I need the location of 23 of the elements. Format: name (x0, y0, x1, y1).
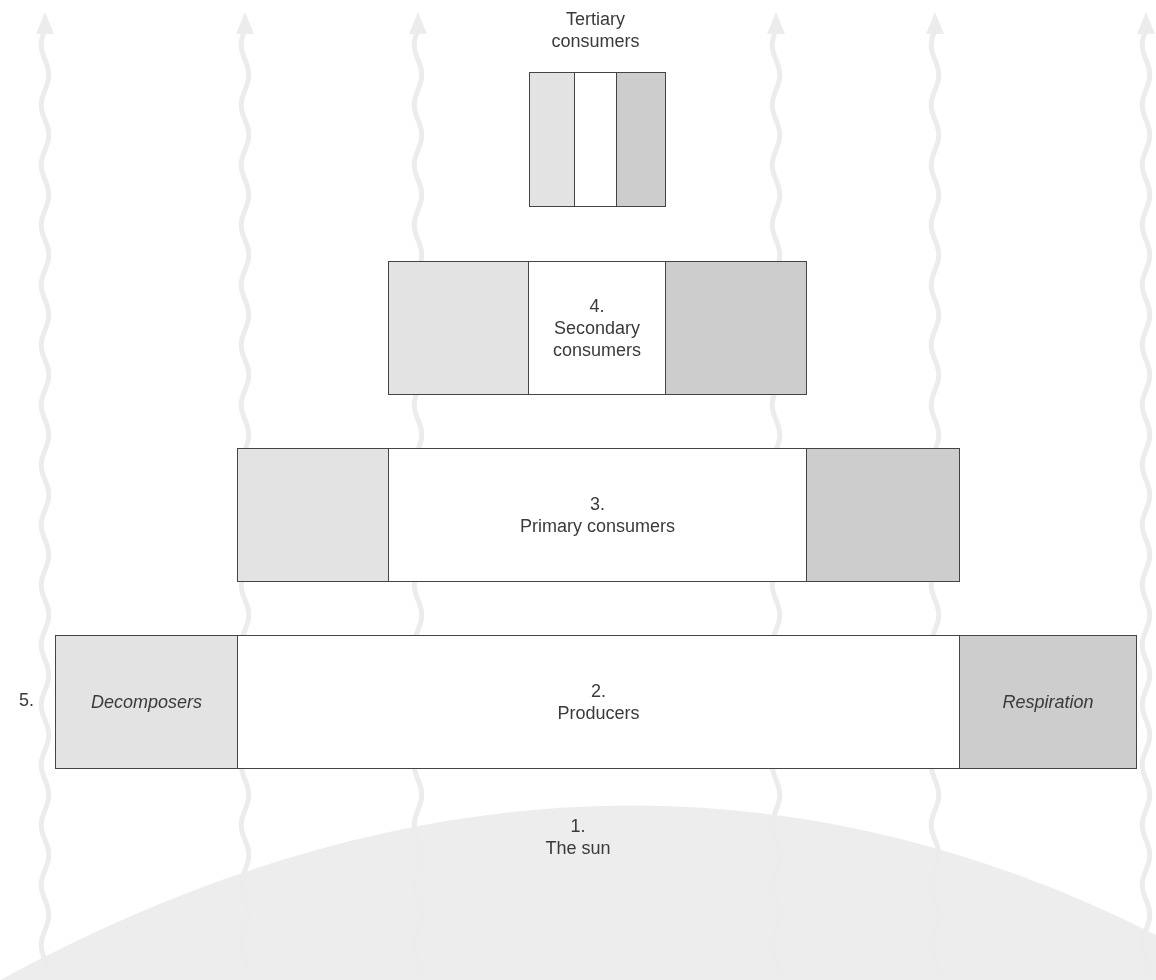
trophic-level-box (388, 448, 807, 582)
decomposer-segment (529, 72, 575, 207)
respiration-segment (959, 635, 1137, 769)
sun-label: 1. (569, 815, 587, 837)
level-label: 4. (589, 295, 605, 317)
level-label: Producers (557, 702, 640, 724)
respiration-segment (616, 72, 666, 207)
level-heading: Tertiary consumers (550, 8, 641, 53)
level-label: 3. (590, 493, 605, 515)
trophic-level-box (237, 635, 960, 769)
level-label: 2. (591, 680, 606, 702)
respiration-segment (806, 448, 960, 582)
decomposer-segment (55, 635, 238, 769)
level-label: Decomposers (90, 691, 202, 713)
level-label: Secondary consumers (552, 317, 642, 361)
respiration-segment (665, 261, 807, 395)
level-number: 5. (19, 689, 34, 711)
decomposer-segment (237, 448, 389, 582)
sun-label: The sun (545, 837, 611, 859)
level-label: Primary consumers (520, 515, 675, 537)
trophic-level-box (528, 261, 666, 395)
level-label: Respiration (1002, 691, 1094, 713)
decomposer-segment (388, 261, 529, 395)
